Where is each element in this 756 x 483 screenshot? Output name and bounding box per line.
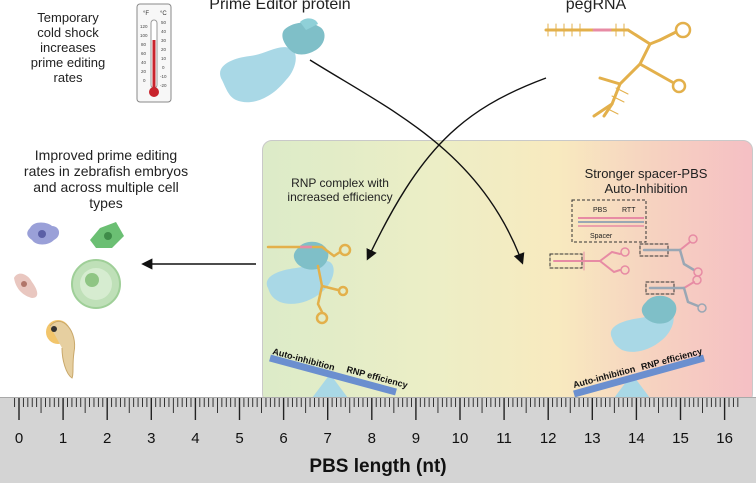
thermo-f-tick: 20 (141, 69, 147, 74)
ruler-number: 8 (367, 430, 376, 447)
cold-shock-line: rates (53, 70, 83, 85)
improved-line: Improved prime editing (34, 147, 178, 163)
cold-shock-text: Temporary cold shock increases prime edi… (4, 10, 132, 85)
cold-shock-line: cold shock (37, 25, 99, 40)
thermo-c-tick: 40 (161, 29, 167, 34)
ruler-number: 10 (451, 430, 469, 447)
arrow-protein-to-spacer (309, 59, 525, 265)
cold-shock-line: increases (40, 40, 96, 55)
ruler-number: 2 (103, 430, 112, 447)
ruler-number: 3 (147, 430, 156, 447)
thermo-c-label: °C (160, 11, 167, 17)
thermo-f-tick: 80 (141, 42, 147, 47)
thermo-c-tick: -20 (160, 83, 167, 88)
ruler-number: 5 (235, 430, 244, 447)
rtt-label: RTT (622, 207, 636, 214)
ruler-number: 13 (583, 430, 601, 447)
pegrna-label: pegRNA (565, 0, 627, 13)
thermo-f-tick: 120 (140, 24, 148, 29)
thermo-f-tick: 100 (140, 33, 148, 38)
seesaw-left-icon (269, 354, 397, 398)
improved-line: rates in zebrafish embryos (23, 163, 189, 179)
thermo-f-label: °F (143, 11, 149, 17)
ruler-number: 4 (191, 430, 200, 447)
ruler-number: 16 (716, 430, 733, 447)
spacer-title-line: Stronger spacer-PBS (584, 166, 708, 181)
thermo-c-tick: -10 (160, 74, 167, 79)
ruler-number: 12 (539, 430, 557, 447)
cold-shock-line: Temporary (37, 10, 99, 25)
pbs-spacer-inset: PBS RTT Spacer (571, 199, 647, 243)
ruler-number: 6 (279, 430, 288, 447)
free-protein-icon (610, 295, 677, 352)
ruler-number: 7 (323, 430, 332, 447)
ruler-number: 15 (672, 430, 689, 447)
thermo-f-tick: 60 (141, 51, 147, 56)
rnp-title-line: RNP complex with (291, 176, 389, 190)
prime-editor-label: Prime Editor protein (209, 0, 351, 13)
thermo-c-tick: 30 (161, 38, 167, 43)
improved-line: types (89, 195, 123, 211)
rnp-panel-title: RNP complex with increased efficiency (260, 176, 420, 204)
thermo-c-tick: 10 (161, 56, 167, 61)
ruler-title: PBS length (nt) (309, 456, 447, 477)
thermo-f-tick: 0 (143, 78, 146, 83)
rnp-complex-icon (266, 241, 352, 325)
cold-shock-line: prime editing (30, 55, 106, 70)
spacer-title-line: Auto-Inhibition (604, 181, 688, 196)
ruler-number: 9 (411, 430, 421, 447)
seesaw-right-icon (573, 354, 705, 398)
cell-types-icon (14, 222, 124, 309)
prime-editor-protein-icon (220, 18, 325, 103)
thermo-c-tick: 0 (162, 65, 165, 70)
spacer-label: Spacer (590, 233, 613, 240)
pbs-label: PBS (593, 207, 607, 214)
ruler-number: 0 (14, 430, 24, 447)
ruler-number: 11 (496, 430, 512, 447)
improved-line: and across multiple cell (33, 179, 179, 195)
ruler-number: 14 (628, 430, 645, 447)
ruler (0, 397, 756, 483)
thermo-c-tick: 50 (161, 20, 167, 25)
pegrna-icon (544, 21, 692, 118)
improved-text: Improved prime editing rates in zebrafis… (6, 147, 206, 211)
arrow-pegrna-to-rnp (366, 77, 547, 261)
ruler-number: 1 (58, 430, 68, 447)
auto-inhibited-pegrna-icon (549, 234, 707, 313)
rnp-title-line: increased efficiency (287, 190, 393, 204)
comparison-panel (262, 140, 753, 404)
thermometer-icon: °F °C 120 100 80 60 40 20 0 50 40 30 20 … (136, 3, 172, 103)
thermo-c-tick: 20 (161, 47, 167, 52)
spacer-panel-title: Stronger spacer-PBS Auto-Inhibition (556, 166, 736, 196)
zebrafish-embryo-icon (46, 320, 76, 379)
ruler-ticks (14, 398, 739, 420)
thermo-f-tick: 40 (141, 60, 147, 65)
